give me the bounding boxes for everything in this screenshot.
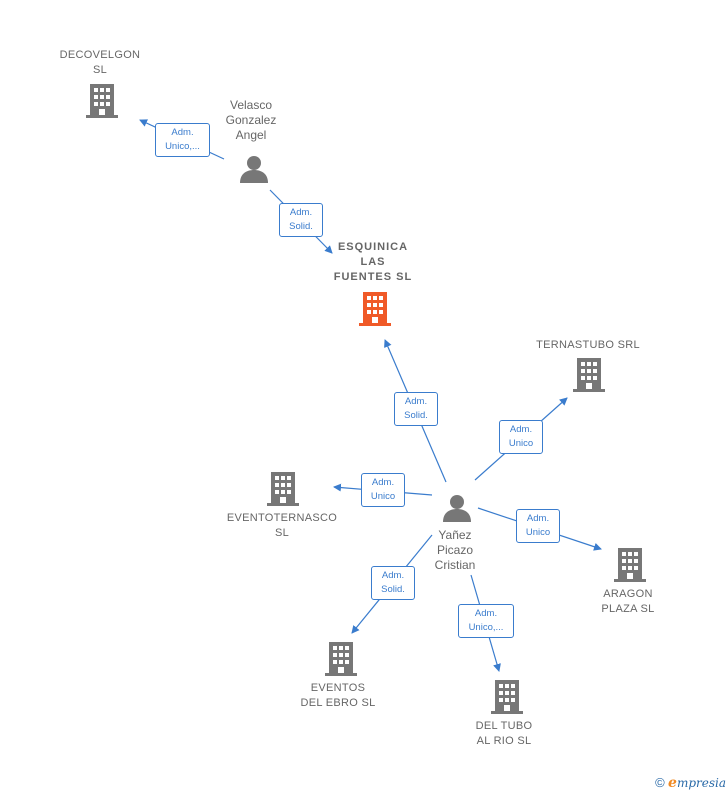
velasco-person-icon[interactable] (239, 155, 269, 188)
copyright-symbol: © (655, 775, 665, 790)
eventoternasco-building-icon[interactable] (267, 472, 299, 511)
del-tubo-building-icon[interactable] (491, 680, 523, 719)
edge-label-yanez-eventoternasco[interactable]: Adm. Unico (361, 473, 405, 507)
brand-footer[interactable]: © empresia (655, 775, 726, 791)
yanez-person-icon[interactable] (442, 494, 472, 527)
decovelgon-building-icon[interactable] (86, 84, 118, 123)
edge-label-velasco-decovelgon[interactable]: Adm. Unico,... (155, 123, 210, 157)
edge-label-velasco-esquinica[interactable]: Adm. Solid. (279, 203, 323, 237)
eventoternasco-label: EVENTOTERNASCO SL (226, 512, 338, 539)
edge-label-yanez-ternastubo[interactable]: Adm. Unico (499, 420, 543, 454)
decovelgon-label: DECOVELGON SL (59, 49, 141, 76)
edge-label-yanez-aragon[interactable]: Adm. Unico (516, 509, 560, 543)
edge-label-yanez-del-tubo[interactable]: Adm. Unico,... (458, 604, 514, 638)
yanez-label: Yañez Picazo Cristian (434, 528, 476, 572)
del-tubo-label: DEL TUBO AL RIO SL (475, 720, 533, 747)
esquinica-building-icon[interactable] (359, 292, 391, 331)
edge-label-yanez-esquinica[interactable]: Adm. Solid. (394, 392, 438, 426)
ternastubo-building-icon[interactable] (573, 358, 605, 397)
edge-label-yanez-eventos-ebro[interactable]: Adm. Solid. (371, 566, 415, 600)
eventos-ebro-label: EVENTOS DEL EBRO SL (300, 682, 376, 709)
aragon-building-icon[interactable] (614, 548, 646, 587)
velasco-label: Velasco Gonzalez Angel (225, 98, 277, 142)
ternastubo-label: TERNASTUBO SRL (536, 339, 640, 351)
empresia-logo: empresia (668, 775, 726, 791)
esquinica-label: ESQUINICA LAS FUENTES SL (333, 241, 413, 283)
eventos-ebro-building-icon[interactable] (325, 642, 357, 681)
aragon-label: ARAGON PLAZA SL (601, 588, 655, 615)
